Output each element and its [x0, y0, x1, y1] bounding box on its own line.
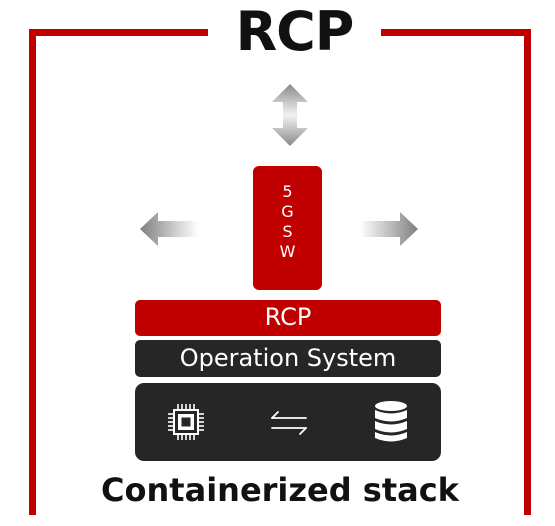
sw-label-char: G: [281, 202, 294, 221]
database-icon: [375, 401, 407, 442]
exchange-arrows-icon: [271, 411, 307, 435]
hardware-layer: [135, 383, 441, 461]
right-arrow-icon: [360, 212, 418, 246]
rcp-layer: RCP: [135, 300, 441, 336]
sw-label-char: 5: [282, 182, 293, 201]
left-arrow-icon: [140, 212, 198, 246]
cpu-chip-icon: [168, 404, 204, 440]
caption: Containerized stack: [101, 471, 459, 509]
up-down-arrow-icon: [272, 84, 308, 146]
sw-label-char: W: [279, 242, 296, 261]
operation-system-layer: Operation System: [135, 340, 441, 377]
diagram-title: RCP: [208, 0, 381, 64]
5gsw-container: 5 G S W: [253, 166, 322, 290]
sw-label-char: S: [282, 222, 293, 241]
